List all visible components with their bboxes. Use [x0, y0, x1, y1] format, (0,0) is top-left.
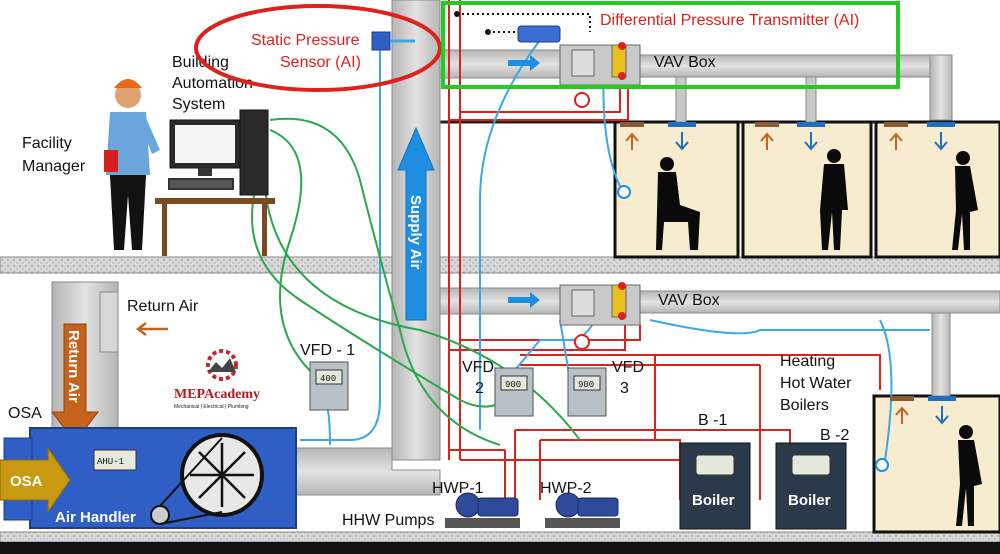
- vav-box-upper: [559, 42, 641, 108]
- vfd2-display: 900: [505, 380, 521, 390]
- occupant-silhouettes: [656, 149, 982, 526]
- flow-arrow-lower: [508, 292, 540, 308]
- vfd-1: 400: [309, 361, 349, 411]
- dpt-port-2: [485, 29, 491, 35]
- pump-hwp-2: [545, 492, 620, 528]
- floor-slab-top: [0, 256, 1000, 274]
- room-3: [874, 120, 1000, 259]
- vfd-2: 900: [494, 367, 534, 417]
- ahu-label: AHU-1: [97, 457, 124, 467]
- return-air-vertical-label: Return Air: [65, 330, 82, 403]
- vfd3-label-line1: VFD: [612, 359, 644, 376]
- vfd3-label-line2: 3: [620, 380, 629, 397]
- supply-air-label: Supply Air: [407, 195, 424, 270]
- facility-manager-figure: [104, 79, 160, 250]
- floor-slab-bottom: [0, 531, 1000, 543]
- control-wiring-green: [251, 117, 581, 446]
- static-pressure-highlight: [194, 4, 442, 92]
- ground-line: [0, 542, 1000, 554]
- bas-label-line3: System: [172, 96, 225, 113]
- boiler2-label: Boiler: [788, 492, 831, 509]
- vfd2-label-line2: 2: [475, 380, 484, 397]
- return-air-side-label: Return Air: [127, 298, 199, 315]
- osa-arrow: [0, 446, 71, 514]
- dpt-highlight: [441, 1, 900, 89]
- diffuser-drop-2: [805, 76, 817, 123]
- air-handler-label: Air Handler: [55, 509, 136, 526]
- upper-supply-duct: [439, 49, 561, 79]
- flow-arrow-upper: [508, 55, 540, 71]
- ahu-display: [93, 449, 137, 471]
- heating-label-line2: Hot Water: [780, 375, 852, 392]
- fan-belt: [159, 437, 223, 525]
- return-grille: [99, 291, 119, 353]
- vfd1-display: 400: [320, 374, 336, 384]
- supply-air-arrow: [397, 126, 435, 321]
- boiler1-label: Boiler: [692, 492, 735, 509]
- thermostat-room-1: [617, 185, 631, 199]
- bas-label-line2: Automation: [172, 75, 253, 92]
- hwp1-label: HWP-1: [432, 480, 484, 497]
- static-pressure-label-line2: Sensor (AI): [280, 54, 361, 71]
- room-2: [741, 120, 873, 259]
- vfd3-display: 900: [578, 380, 594, 390]
- logo-name: MEPAcademy: [174, 387, 260, 402]
- return-air-small-arrow: [135, 322, 168, 336]
- pump-hwp-1: [445, 492, 520, 528]
- bas-computer: [155, 109, 275, 256]
- hwp2-label: HWP-2: [540, 480, 592, 497]
- thermostat-room-4: [875, 458, 889, 472]
- static-pressure-label-line1: Static Pressure: [251, 32, 360, 49]
- heating-label-line3: Boilers: [780, 397, 829, 414]
- upper-duct-end: [929, 54, 953, 121]
- vfd1-label: VFD - 1: [300, 342, 355, 359]
- room-diffusers: [620, 122, 956, 425]
- osa-arrow-label: OSA: [10, 473, 43, 490]
- b1-label: B -1: [698, 412, 727, 429]
- vfd2-label-line1: VFD: [462, 359, 494, 376]
- mepacademy-logo: MEPAcademy Mechanical | Electrical | Plu…: [174, 349, 260, 410]
- dpt-sensing-lines: [457, 13, 591, 33]
- logo-tagline: Mechanical | Electrical | Plumbing: [174, 404, 249, 410]
- static-pressure-sensor: [371, 31, 391, 51]
- hhw-pumps-label: HHW Pumps: [342, 512, 434, 529]
- boiler-2: [775, 442, 847, 530]
- vfd-3: 900: [567, 367, 607, 417]
- dpt-port-1: [454, 11, 460, 17]
- lower-supply-duct: [439, 287, 561, 315]
- dpt-label: Differential Pressure Transmitter (AI): [600, 12, 859, 29]
- boiler-1: [679, 442, 751, 530]
- fan-motor: [150, 505, 170, 525]
- fan-spokes: [190, 443, 254, 507]
- vav-box-lower: [559, 282, 641, 350]
- lower-duct-drop: [931, 312, 951, 397]
- facility-label-line1: Facility: [22, 135, 72, 152]
- osa-top-label: OSA: [8, 405, 42, 422]
- b2-label: B -2: [820, 427, 849, 444]
- dpt-device: [517, 25, 561, 43]
- diffuser-drop-1: [675, 76, 687, 123]
- heating-label-line1: Heating: [780, 353, 835, 370]
- vav-upper-label: VAV Box: [654, 54, 716, 71]
- vav-lower-label: VAV Box: [658, 292, 720, 309]
- facility-label-line2: Manager: [22, 158, 86, 175]
